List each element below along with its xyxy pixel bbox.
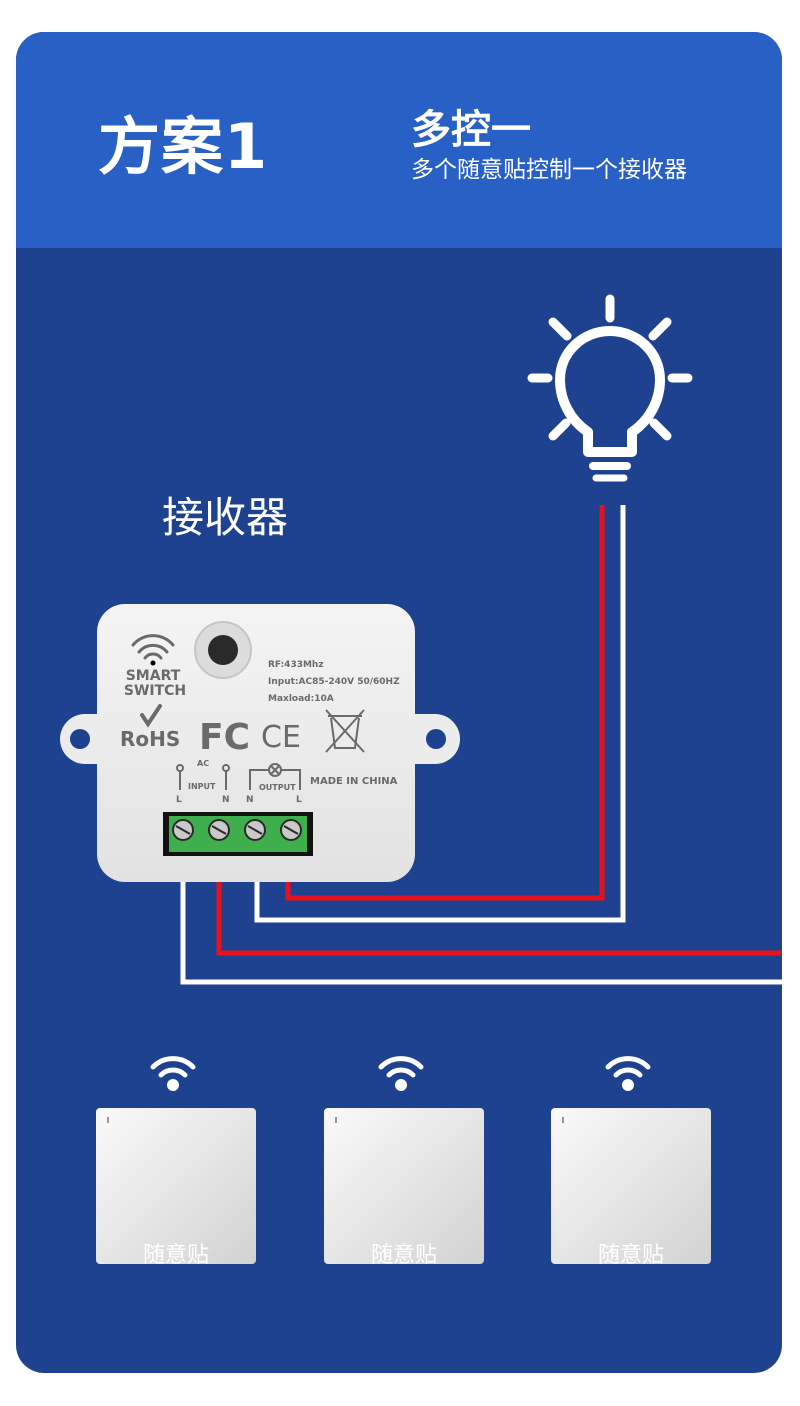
receiver-module: SMART SWITCH RF:433Mhz Input:AC85-240V 5… xyxy=(60,604,460,882)
spec-input: Input:AC85-240V 50/60HZ xyxy=(268,677,400,687)
cert-ce: CE xyxy=(261,720,301,755)
wifi-icon xyxy=(605,1056,651,1091)
wifi-icon xyxy=(131,634,175,666)
check-mark-icon xyxy=(140,704,162,728)
input-label: INPUT xyxy=(188,782,216,791)
terminal-input-l: L xyxy=(176,795,182,805)
remote-label: 随意贴 xyxy=(142,1243,209,1268)
remote-panel xyxy=(551,1108,711,1264)
wifi-icon xyxy=(378,1056,424,1091)
remote-panel xyxy=(324,1108,484,1264)
spec-rf: RF:433Mhz xyxy=(268,660,324,670)
spec-load: Maxload:10A xyxy=(268,694,334,704)
mode-subtitle: 多个随意贴控制一个接收器 xyxy=(411,157,687,183)
recycle-bin-icon xyxy=(325,709,365,753)
light-bulb-icon xyxy=(527,294,693,482)
ac-label: AC xyxy=(197,759,209,768)
plan-title: 方案1 xyxy=(98,110,269,183)
remote-panel xyxy=(96,1108,256,1264)
remote-label: 随意贴 xyxy=(370,1243,437,1268)
mode-title: 多控一 xyxy=(411,107,531,153)
wifi-icon xyxy=(150,1056,196,1091)
wire-input-neutral xyxy=(180,842,782,985)
terminal-output-n: N xyxy=(246,795,254,805)
cert-rohs: RoHS xyxy=(120,727,180,751)
remote-label: 随意贴 xyxy=(597,1243,664,1268)
terminal-output-l: L xyxy=(296,795,302,805)
brand-line1: SMART xyxy=(126,668,181,684)
receiver-label: 接收器 xyxy=(162,493,289,542)
header-banner: 方案1 多控一 多个随意贴控制一个接收器 xyxy=(16,32,782,248)
brand-line2: SWITCH xyxy=(124,683,186,699)
terminal-input-n: N xyxy=(222,795,230,805)
output-label: OUTPUT xyxy=(259,783,296,792)
cert-fc: FC xyxy=(199,717,250,758)
made-in-label: MADE IN CHINA xyxy=(310,776,398,787)
